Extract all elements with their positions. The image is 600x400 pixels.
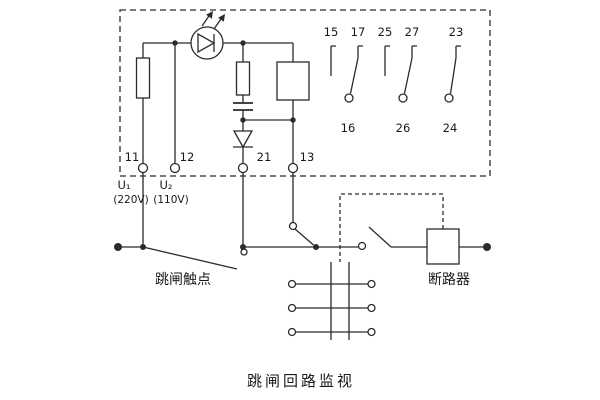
contact-26-label: 26 bbox=[396, 121, 411, 135]
contact-27-label: 27 bbox=[405, 25, 420, 39]
terminal-12 bbox=[169, 162, 181, 174]
terminal-13 bbox=[287, 162, 299, 174]
contact-24-label: 24 bbox=[443, 121, 458, 135]
bus-end-dot bbox=[483, 243, 491, 251]
contact-17-label: 17 bbox=[351, 25, 366, 39]
junction-dot bbox=[240, 244, 246, 250]
diode-icon bbox=[232, 130, 254, 149]
output-contact-group-1 bbox=[330, 45, 363, 103]
contact-23-label: 23 bbox=[449, 25, 464, 39]
terminal-21 bbox=[237, 162, 249, 174]
trip-contact-label: 跳闸触点 bbox=[155, 272, 211, 288]
junction-dot bbox=[290, 117, 296, 123]
contact-16-label: 16 bbox=[341, 121, 356, 135]
breaker-label: 断路器 bbox=[428, 272, 470, 288]
breaker-coil bbox=[426, 228, 460, 265]
terminal-11-label: 11 bbox=[125, 150, 140, 164]
mechanical-linkage bbox=[339, 193, 444, 262]
terminal-12-label: 12 bbox=[180, 150, 195, 164]
contact-25-label: 25 bbox=[378, 25, 393, 39]
bus-line bbox=[242, 172, 358, 248]
u2-voltage-label: (110V) bbox=[153, 194, 188, 206]
u1-label: U₁ bbox=[117, 178, 130, 192]
resistor-r1 bbox=[135, 57, 151, 99]
junction-dot bbox=[172, 40, 178, 46]
terminal-13-label: 13 bbox=[300, 150, 315, 164]
u1-voltage-label: (220V) bbox=[113, 194, 148, 206]
output-contact-group-3 bbox=[444, 45, 461, 103]
output-contact-group-2 bbox=[384, 45, 417, 103]
terminal-21-label: 21 bbox=[257, 150, 272, 164]
junction-dot bbox=[240, 117, 246, 123]
u2-label: U₂ bbox=[159, 178, 172, 192]
aux-contact-bank bbox=[287, 262, 376, 340]
capacitor-icon bbox=[233, 102, 253, 111]
junction-dot bbox=[240, 40, 246, 46]
contact-15-label: 15 bbox=[324, 25, 339, 39]
led-icon bbox=[190, 11, 225, 60]
aux-contact-13 bbox=[288, 172, 319, 250]
diagram-caption: 跳闸回路监视 bbox=[247, 372, 355, 390]
relay-dashed-box bbox=[119, 9, 491, 177]
trip-contact-switch bbox=[114, 172, 248, 270]
terminal-11 bbox=[137, 162, 149, 174]
resistor-r2 bbox=[235, 61, 251, 96]
relay-coil bbox=[276, 61, 310, 101]
breaker-aux-contact bbox=[357, 226, 392, 251]
